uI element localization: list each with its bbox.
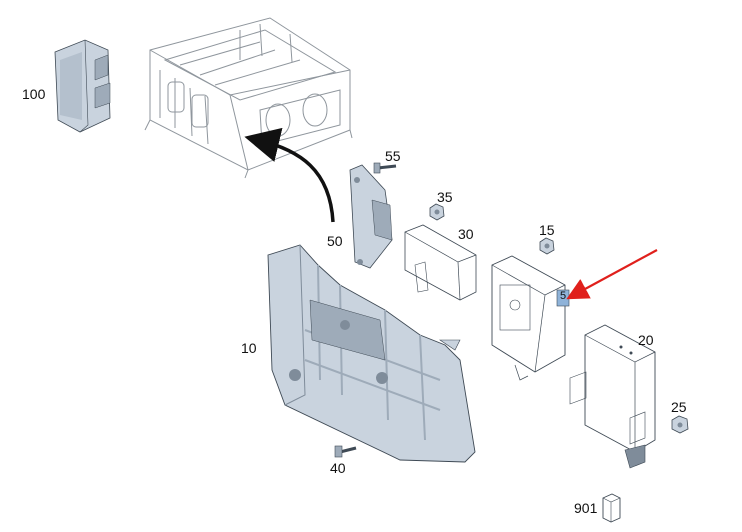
part-901-plug [602, 493, 621, 523]
callout-100: 100 [22, 86, 46, 102]
callout-50: 50 [327, 233, 343, 249]
callout-40: 40 [330, 460, 346, 476]
part-50-bracket [349, 164, 393, 269]
part-15-nut [539, 237, 555, 255]
part-55-screw [373, 162, 397, 174]
part-100-bracket [54, 39, 111, 133]
part-20-unit [569, 324, 656, 469]
highlight-arrow [566, 249, 658, 300]
part-25-nut [671, 415, 689, 434]
vehicle-frame-outline [144, 17, 353, 179]
part-10-mounting-bracket [267, 244, 476, 463]
callout-55: 55 [385, 148, 401, 164]
part-35-nut [429, 203, 445, 221]
callout-5: 5 [560, 290, 567, 302]
part-40-screw [334, 445, 357, 458]
callout-25: 25 [671, 399, 687, 415]
callout-10: 10 [241, 340, 257, 356]
mounting-direction-arrow [244, 127, 335, 223]
callout-30: 30 [458, 226, 474, 242]
part-30-module [404, 224, 477, 301]
callout-35: 35 [437, 189, 453, 205]
callout-15: 15 [539, 222, 555, 238]
callout-901: 901 [574, 500, 598, 516]
part-5-control-unit [491, 255, 570, 381]
callout-20: 20 [638, 332, 654, 348]
